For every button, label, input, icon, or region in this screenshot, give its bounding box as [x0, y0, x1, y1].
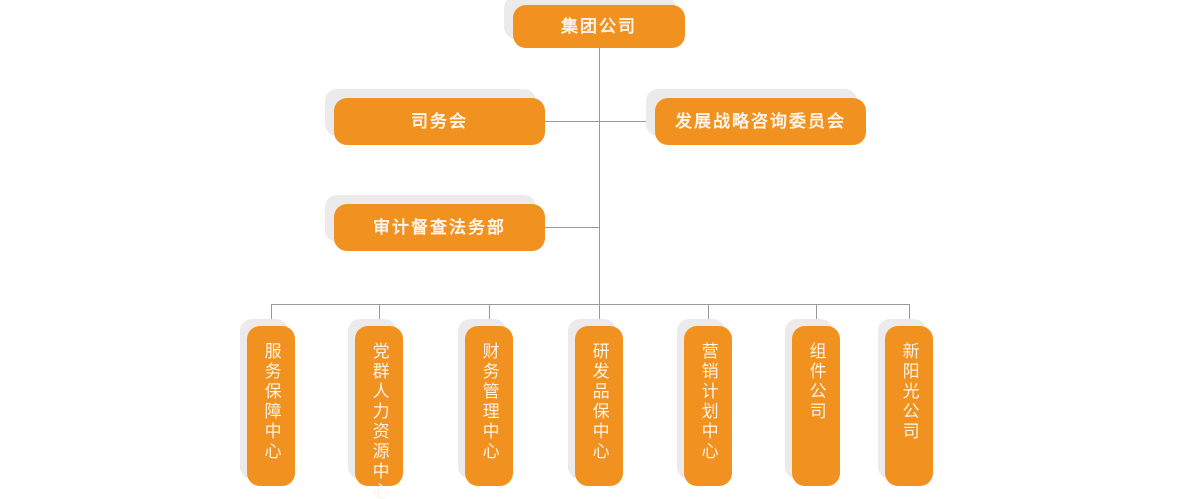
connector-drop-party-hr	[379, 304, 380, 326]
node-label: 党群人力资源中心	[369, 342, 389, 499]
node-body: 研发品保中心	[575, 326, 623, 486]
node-body: 集团公司	[513, 5, 685, 48]
node-module-company[interactable]: 组件公司	[785, 319, 840, 486]
connector-drop-marketing	[708, 304, 709, 326]
node-label: 审计督查法务部	[373, 217, 506, 237]
node-body: 财务管理中心	[465, 326, 513, 486]
node-label: 司务会	[411, 111, 468, 131]
connector-level2-bar	[545, 121, 655, 122]
node-finance-center[interactable]: 财务管理中心	[458, 319, 513, 486]
connector-bottom-bus	[271, 304, 909, 305]
node-label: 发展战略咨询委员会	[675, 111, 846, 131]
node-label: 营销计划中心	[698, 342, 718, 462]
node-label: 组件公司	[806, 342, 826, 422]
node-label: 新阳光公司	[899, 342, 919, 442]
node-marketing-center[interactable]: 营销计划中心	[677, 319, 732, 486]
connector-drop-service	[271, 304, 272, 326]
connector-level3-bar	[545, 227, 600, 228]
node-body: 组件公司	[792, 326, 840, 486]
node-body: 营销计划中心	[684, 326, 732, 486]
node-body: 发展战略咨询委员会	[655, 98, 866, 145]
node-body: 审计督查法务部	[334, 204, 545, 251]
node-body: 服务保障中心	[247, 326, 295, 486]
node-group-company[interactable]: 集团公司	[504, 0, 685, 48]
node-xinyangguang-company[interactable]: 新阳光公司	[878, 319, 933, 486]
node-rnd-center[interactable]: 研发品保中心	[568, 319, 623, 486]
node-label: 研发品保中心	[589, 342, 609, 462]
node-label: 集团公司	[561, 16, 637, 36]
connector-drop-rnd	[599, 304, 600, 326]
node-body: 党群人力资源中心	[355, 326, 403, 499]
node-strategy-committee[interactable]: 发展战略咨询委员会	[646, 89, 866, 145]
connector-drop-xinyangguang	[909, 304, 910, 326]
node-audit-legal[interactable]: 审计督查法务部	[325, 195, 545, 251]
node-siwuhui[interactable]: 司务会	[325, 89, 545, 145]
node-body: 新阳光公司	[885, 326, 933, 486]
connector-trunk-root	[599, 48, 600, 304]
node-service-center[interactable]: 服务保障中心	[240, 319, 295, 486]
connector-drop-finance	[489, 304, 490, 326]
node-label: 财务管理中心	[479, 342, 499, 462]
node-body: 司务会	[334, 98, 545, 145]
connector-drop-module-co	[816, 304, 817, 326]
node-party-hr-center[interactable]: 党群人力资源中心	[348, 319, 403, 499]
node-label: 服务保障中心	[261, 342, 281, 462]
